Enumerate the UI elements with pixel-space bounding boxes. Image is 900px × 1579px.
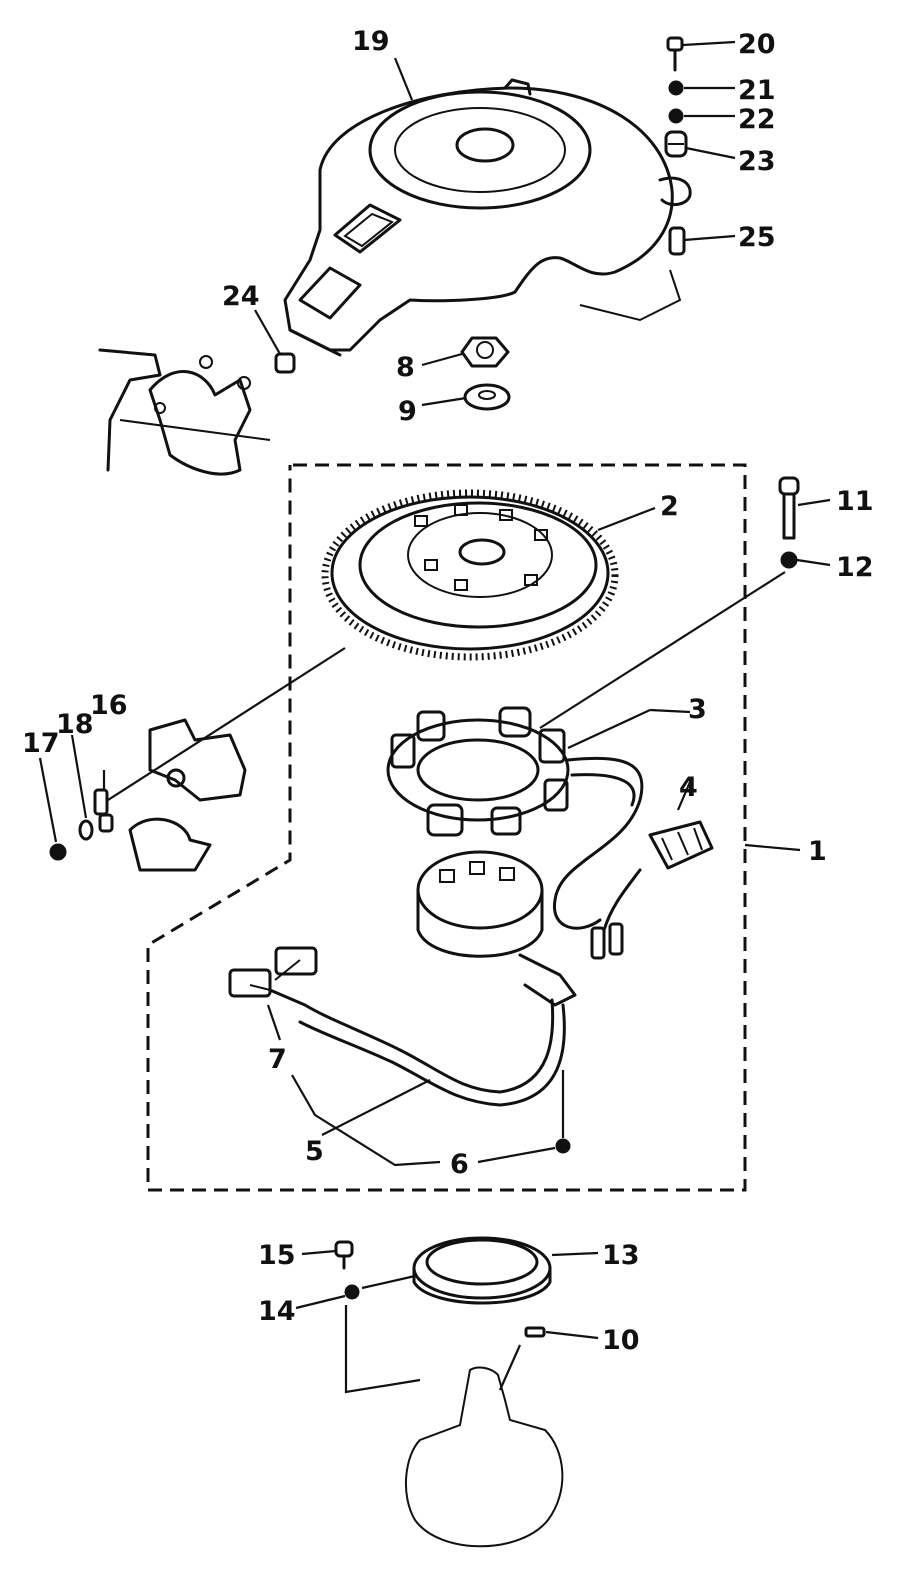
bolt-11: [778, 476, 800, 540]
callout-22: 22: [738, 104, 776, 135]
callout-1: 1: [808, 836, 827, 867]
callout-4: 4: [679, 772, 698, 803]
bracket-lower-left: [128, 718, 247, 872]
callout-15: 15: [258, 1240, 296, 1271]
washer-14: [344, 1284, 360, 1300]
trigger-coil: [416, 850, 577, 1007]
callout-9: 9: [398, 396, 417, 427]
callout-16: 16: [90, 690, 128, 721]
connector-4: [590, 820, 714, 960]
bolt-20: [666, 36, 684, 72]
callout-7: 7: [268, 1044, 287, 1075]
callout-8: 8: [396, 352, 415, 383]
flywheel-cover: [283, 78, 692, 357]
stator: [386, 706, 644, 930]
callout-3: 3: [688, 694, 707, 725]
pin-25: [668, 226, 686, 256]
callout-24: 24: [222, 281, 260, 312]
callout-10: 10: [602, 1325, 640, 1356]
callout-23: 23: [738, 146, 776, 177]
callout-5: 5: [305, 1136, 324, 1167]
crankcase-boss: [404, 1366, 564, 1548]
flywheel: [321, 489, 619, 661]
pin-10: [524, 1326, 546, 1338]
ring-13: [412, 1236, 552, 1305]
washer-12: [780, 551, 798, 569]
callout-21: 21: [738, 75, 776, 106]
screw-6: [555, 1138, 571, 1154]
callout-17: 17: [22, 728, 60, 759]
grommet-23: [664, 130, 688, 158]
flywheel-nut-8: [460, 336, 510, 368]
assembly-boundary: [146, 463, 747, 1192]
screw-17: [49, 843, 67, 861]
callout-labels: 19 20 21 22 23 25 24 8 9 2 11 12 3 4 1 1…: [22, 26, 874, 1356]
callout-12: 12: [836, 552, 874, 583]
callout-14: 14: [258, 1296, 296, 1327]
washer-9: [463, 383, 511, 411]
callout-11: 11: [836, 486, 874, 517]
clip-16: [93, 788, 114, 833]
callout-2: 2: [660, 491, 679, 522]
washer-21: [668, 80, 684, 96]
bracket-upper-left: [98, 348, 271, 476]
callout-13: 13: [602, 1240, 640, 1271]
screw-15: [334, 1240, 354, 1270]
washer-18: [78, 819, 94, 841]
callout-20: 20: [738, 29, 776, 60]
callout-19: 19: [352, 26, 390, 57]
leader-lines: [38, 40, 831, 1394]
callout-25: 25: [738, 222, 776, 253]
callout-6: 6: [450, 1149, 469, 1180]
nut-24: [274, 352, 296, 374]
wiring-harness: [228, 946, 571, 1154]
washer-22: [668, 108, 684, 124]
callout-18: 18: [56, 709, 94, 740]
